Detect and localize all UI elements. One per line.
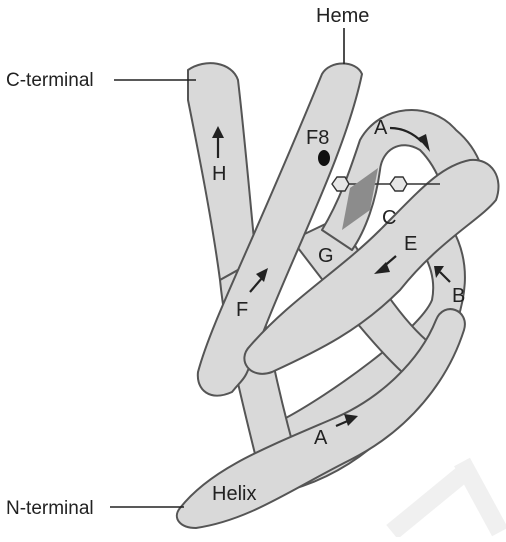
f8-label: F8	[306, 127, 329, 149]
f8-dot	[318, 150, 330, 166]
helix-word-label: Helix	[212, 483, 256, 505]
helix-c-label: C	[382, 207, 396, 229]
helix-b-label: B	[452, 285, 465, 307]
helix-a-bottom-label: A	[314, 427, 328, 449]
helix-e-label: E	[404, 233, 417, 255]
heme-label: Heme	[316, 5, 369, 27]
helix-a-top-label: A	[374, 117, 388, 139]
helix-g-label: G	[318, 245, 334, 267]
n-terminal-label: N-terminal	[6, 498, 94, 519]
hexagon-left-icon	[332, 177, 349, 191]
hexagon-right-icon	[390, 177, 407, 191]
c-terminal-label: C-terminal	[6, 70, 94, 91]
helix-f-label: F	[236, 299, 248, 321]
helix-h-label: H	[212, 163, 226, 185]
watermark	[392, 462, 500, 532]
